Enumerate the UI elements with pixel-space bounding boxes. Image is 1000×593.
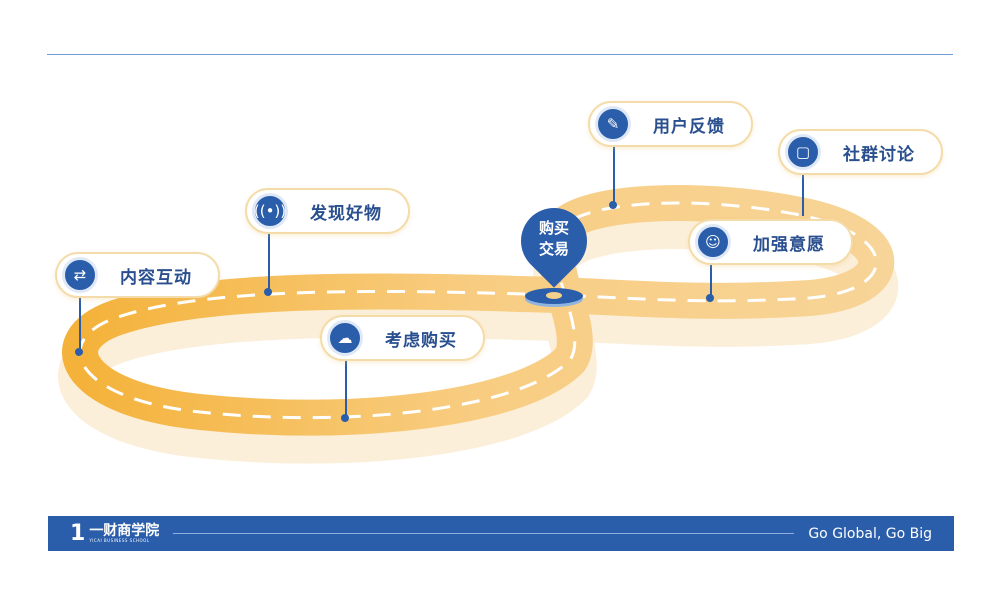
top-divider (47, 54, 953, 55)
pin-base (525, 288, 583, 304)
logo-subtext: YICAI BUSINESS SCHOOL (89, 538, 150, 543)
chat-icon: ▢ (785, 134, 821, 170)
slogan: Go Global, Go Big (808, 525, 932, 542)
head-icon: ☺ (695, 224, 731, 260)
user-edit-icon: ✎ (595, 106, 631, 142)
stage-label: 社群讨论 (843, 144, 915, 165)
stage-label: 用户反馈 (653, 116, 725, 137)
pin-label-line1: 购买 (538, 219, 569, 237)
connector (613, 146, 615, 205)
logo-text: 一财商学院 (89, 523, 160, 539)
stage-label: 加强意愿 (753, 234, 825, 255)
connector (710, 264, 712, 298)
broadcast-icon: ((•)) (252, 193, 288, 229)
road-marker (341, 414, 349, 422)
logo-mark-icon: 1 (70, 521, 86, 546)
connector (268, 234, 270, 292)
stage-content-interaction: ⇄ 内容互动 (55, 252, 220, 298)
stage-label: 考虑购买 (385, 330, 457, 351)
road-marker (75, 348, 83, 356)
swap-icon: ⇄ (62, 257, 98, 293)
road-center-line (78, 201, 878, 420)
footer-divider (173, 533, 795, 534)
road-marker (706, 294, 714, 302)
stage-consider-purchase: ☁ 考虑购买 (320, 315, 485, 361)
stage-label: 内容互动 (120, 267, 192, 288)
stage-strengthen-intent: ☺ 加强意愿 (688, 219, 853, 265)
logo: 1 一财商学院 YICAI BUSINESS SCHOOL (70, 521, 159, 546)
stage-community-discussion: ▢ 社群讨论 (778, 129, 943, 175)
stage-label: 发现好物 (310, 203, 382, 224)
road-marker (264, 288, 272, 296)
thinking-cloud-icon: ☁ (327, 320, 363, 356)
pin-label: 购买 交易 (521, 218, 587, 260)
stage-user-feedback: ✎ 用户反馈 (588, 101, 753, 147)
connector (79, 298, 81, 352)
connector (802, 174, 804, 216)
stage-discover-goods: ((•)) 发现好物 (245, 188, 410, 234)
road-marker (609, 201, 617, 209)
footer-bar: 1 一财商学院 YICAI BUSINESS SCHOOL Go Global,… (48, 516, 954, 551)
connector (345, 360, 347, 418)
pin-label-line2: 交易 (538, 240, 569, 258)
